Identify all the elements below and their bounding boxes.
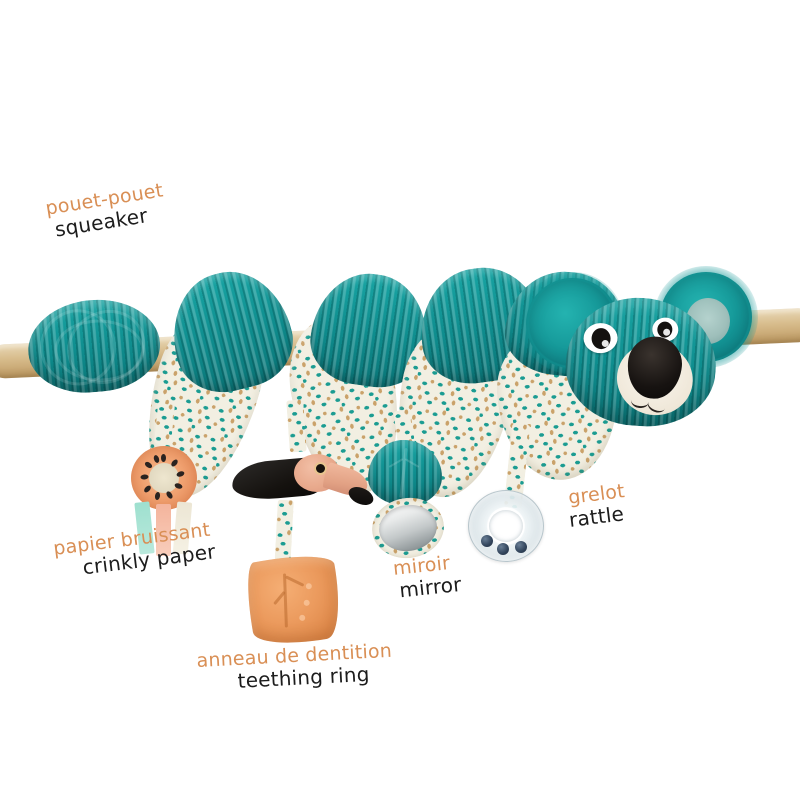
- toucan-plush: [230, 446, 377, 512]
- rattle-bead: [497, 543, 509, 555]
- koala-left-pupil: [591, 327, 611, 350]
- label-mirror-en: mirror: [398, 572, 463, 603]
- rattle-bead: [481, 535, 493, 547]
- label-teething-ring: anneau de dentition teething ring: [196, 640, 394, 696]
- teething-ring: [241, 548, 347, 652]
- koala-smile-left: [630, 393, 650, 409]
- koala-smile-right: [645, 395, 668, 416]
- rattle-bead: [515, 541, 527, 553]
- crinkly-ribbon-salmon: [156, 504, 171, 556]
- label-crinkly-paper: papier bruissant crinkly paper: [52, 518, 217, 583]
- koala-right-pupil: [656, 321, 673, 339]
- toucan-strap: [286, 399, 307, 453]
- ring-rattle: [468, 490, 544, 562]
- koala-left-eye: [583, 322, 619, 354]
- koala-muzzle: [609, 333, 701, 424]
- label-rattle-en: rattle: [567, 501, 626, 533]
- koala-nose: [624, 333, 685, 402]
- label-squeaker: pouet-pouet squeaker: [44, 179, 169, 243]
- crinkly-paper-toy: [131, 428, 203, 556]
- rattle-hole: [489, 510, 523, 542]
- papaya-core: [149, 463, 179, 493]
- koala-head: [517, 266, 770, 457]
- label-rattle: grelot rattle: [567, 480, 629, 533]
- leaf-plush: [368, 440, 442, 506]
- papaya-slice: [131, 446, 197, 510]
- label-mirror: miroir mirror: [392, 551, 463, 604]
